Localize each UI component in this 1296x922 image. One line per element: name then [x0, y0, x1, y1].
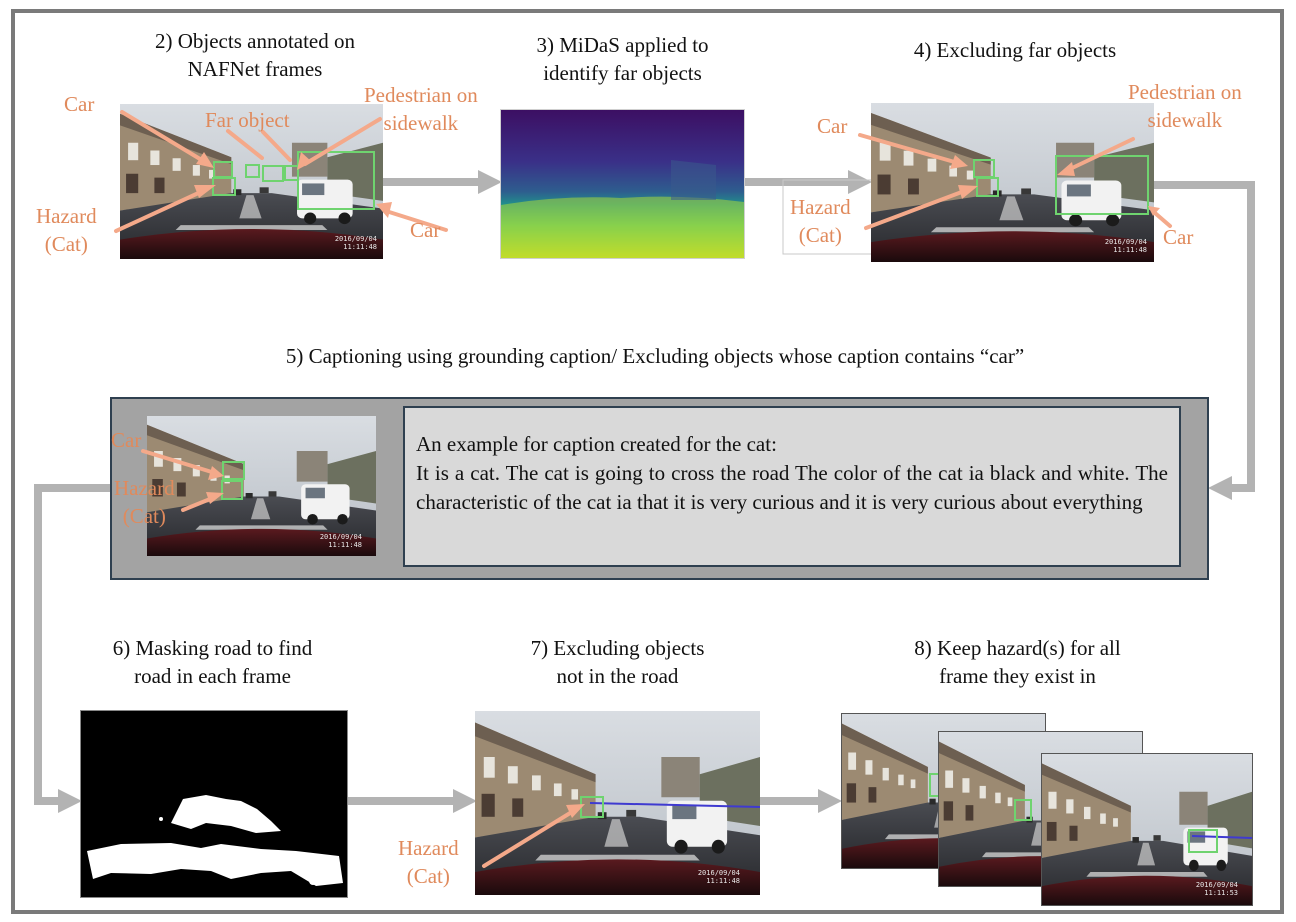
label-car: Car — [1163, 225, 1194, 249]
label-car: Car — [64, 92, 95, 116]
timestamp: 2016/09/04 11:11:53 — [1195, 881, 1238, 897]
step2-annotated-frame: 2016/09/04 11:11:48 — [120, 104, 383, 259]
label-far-object: Far object — [205, 108, 290, 132]
step7-frame: 2016/09/04 11:11:48 — [475, 711, 760, 895]
label-car: Car — [817, 114, 848, 138]
caption-heading: An example for caption created for the c… — [416, 432, 777, 456]
step5-title: 5) Captioning using grounding caption/ E… — [285, 344, 1025, 368]
timestamp: 2016/09/04 11:11:48 — [1104, 238, 1147, 254]
step8-frame-3: 2016/09/04 11:11:53 — [1041, 753, 1253, 906]
road-mask — [80, 710, 348, 898]
label-hazard-cat: Hazard (Cat) — [398, 836, 459, 888]
caption-body: It is a cat. The cat is going to cross t… — [416, 461, 1168, 514]
label-pedestrian: Pedestrian on sidewalk — [1128, 80, 1242, 132]
label-car: Car — [410, 218, 441, 242]
label-hazard-cat: Hazard (Cat) — [114, 476, 175, 528]
step4-title: 4) Excluding far objects — [913, 38, 1117, 62]
caption-example: An example for caption created for the c… — [403, 406, 1181, 567]
timestamp: 2016/09/04 11:11:48 — [319, 533, 362, 549]
step7-title: 7) Excluding objects not in the road — [530, 636, 705, 688]
step5-frame: 2016/09/04 11:11:48 — [147, 416, 376, 556]
label-pedestrian: Pedestrian on sidewalk — [364, 83, 478, 135]
outer-frame — [11, 9, 1284, 914]
step4-filtered-frame: 2016/09/04 11:11:48 — [871, 103, 1154, 262]
label-hazard-cat: Hazard (Cat) — [36, 204, 97, 256]
label-hazard-cat: Hazard (Cat) — [790, 195, 851, 247]
midas-depth-map — [501, 110, 744, 258]
step3-title: 3) MiDaS applied to identify far objects — [536, 33, 709, 85]
timestamp: 2016/09/04 11:11:48 — [334, 235, 377, 251]
step8-title: 8) Keep hazard(s) for all frame they exi… — [914, 636, 1121, 688]
timestamp: 2016/09/04 11:11:48 — [697, 869, 740, 885]
step2-title: 2) Objects annotated on NAFNet frames — [154, 29, 356, 81]
step6-title: 6) Masking road to find road in each fra… — [112, 636, 313, 688]
label-car: Car — [111, 428, 142, 452]
